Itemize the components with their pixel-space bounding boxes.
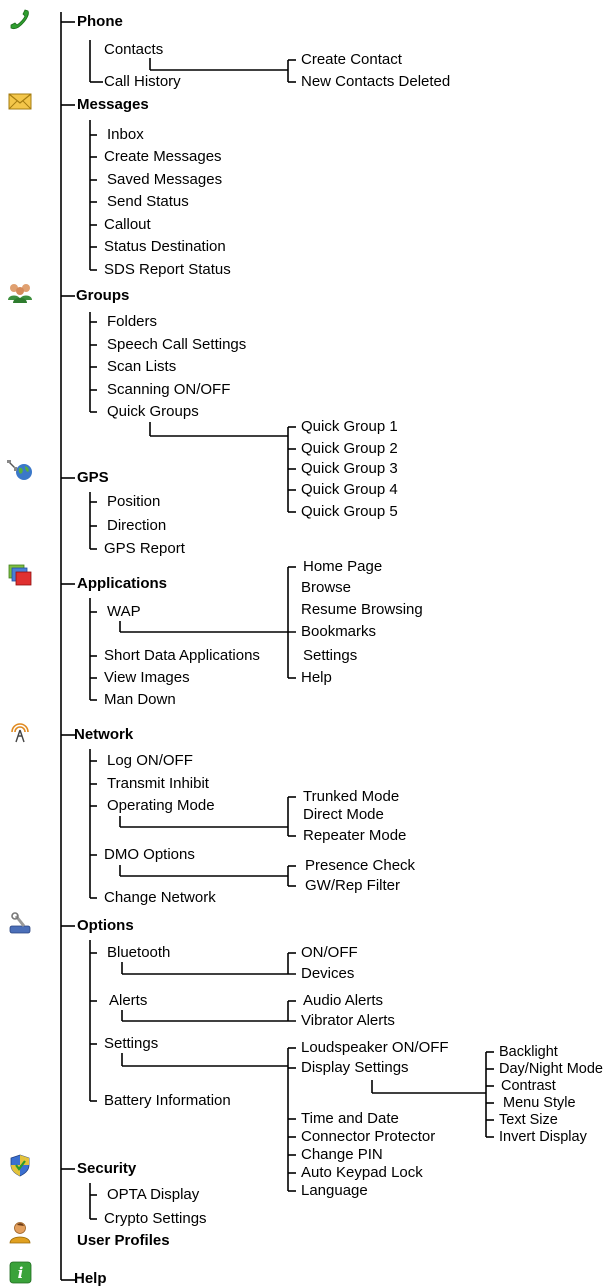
menu-display-settings-item[interactable]: Day/Night Mode (499, 1061, 603, 1077)
menu-options[interactable]: Options (77, 917, 134, 934)
svg-text:i: i (18, 1264, 24, 1282)
menu-settings-item[interactable]: Auto Keypad Lock (301, 1164, 423, 1181)
shield-icon (6, 1153, 34, 1177)
menu-wap-item[interactable]: Help (301, 669, 332, 686)
menu-gps-item[interactable]: Position (107, 493, 161, 510)
menu-groups-item[interactable]: Speech Call Settings (107, 336, 247, 353)
info-icon: i (6, 1261, 34, 1285)
menu-options-item[interactable]: Settings (104, 1035, 159, 1052)
menu-user-profiles[interactable]: User Profiles (77, 1232, 170, 1249)
satellite-globe-icon (6, 458, 34, 482)
menu-quick-group[interactable]: Quick Group 3 (301, 460, 398, 477)
menu-display-settings-item[interactable]: Text Size (499, 1112, 558, 1128)
menu-gps-item[interactable]: Direction (107, 517, 167, 534)
menu-bluetooth-item[interactable]: ON/OFF (301, 944, 358, 961)
menu-display-settings-item[interactable]: Backlight (499, 1044, 558, 1060)
menu-security-item[interactable]: OPTA Display (107, 1186, 200, 1203)
menu-dmo-options-item[interactable]: GW/Rep Filter (305, 877, 401, 894)
windows-icon (6, 563, 34, 587)
menu-messages-item[interactable]: Callout (104, 216, 151, 233)
menu-network[interactable]: Network (74, 726, 134, 743)
menu-wap-item[interactable]: Settings (303, 647, 358, 664)
menu-network-item[interactable]: Operating Mode (107, 797, 215, 814)
menu-quick-group[interactable]: Quick Group 1 (301, 418, 398, 435)
menu-security[interactable]: Security (77, 1160, 137, 1177)
menu-network-item[interactable]: Log ON/OFF (107, 752, 193, 769)
menu-phone-new-contacts-deleted[interactable]: New Contacts Deleted (301, 73, 451, 90)
menu-groups-item[interactable]: Scanning ON/OFF (107, 381, 231, 398)
menu-applications-item[interactable]: WAP (107, 603, 141, 620)
menu-display-settings-item[interactable]: Menu Style (503, 1095, 576, 1111)
menu-groups-item[interactable]: Folders (107, 313, 158, 330)
menu-network-item[interactable]: DMO Options (104, 846, 195, 863)
menu-network-item[interactable]: Change Network (104, 889, 216, 906)
menu-bluetooth-item[interactable]: Devices (301, 965, 355, 982)
menu-messages-item[interactable]: Create Messages (104, 148, 222, 165)
menu-operating-mode-item[interactable]: Direct Mode (303, 806, 384, 823)
menu-quick-group[interactable]: Quick Group 2 (301, 440, 398, 457)
menu-options-item[interactable]: Battery Information (104, 1092, 231, 1109)
people-icon (6, 280, 34, 304)
menu-groups[interactable]: Groups (76, 287, 130, 304)
menu-groups-item[interactable]: Quick Groups (107, 403, 199, 420)
menu-display-settings-item[interactable]: Contrast (501, 1078, 556, 1094)
menu-wap-item[interactable]: Resume Browsing (301, 601, 423, 618)
menu-settings-item[interactable]: Language (301, 1182, 368, 1199)
menu-phone-call-history[interactable]: Call History (104, 73, 181, 90)
menu-phone[interactable]: Phone (77, 13, 123, 30)
menu-settings-item[interactable]: Connector Protector (301, 1128, 436, 1145)
menu-display-settings-item[interactable]: Invert Display (499, 1129, 587, 1145)
menu-phone-contacts[interactable]: Contacts (104, 41, 164, 58)
menu-settings-item[interactable]: Change PIN (301, 1146, 383, 1163)
menu-messages-item[interactable]: Saved Messages (107, 171, 223, 188)
menu-settings-item[interactable]: Loudspeaker ON/OFF (301, 1039, 449, 1056)
menu-operating-mode-item[interactable]: Repeater Mode (303, 827, 407, 844)
menu-options-item[interactable]: Alerts (109, 992, 148, 1009)
menu-applications-item[interactable]: Man Down (104, 691, 176, 708)
menu-network-item[interactable]: Transmit Inhibit (107, 775, 209, 792)
phone-icon (6, 8, 34, 32)
menu-alerts-item[interactable]: Audio Alerts (303, 992, 384, 1009)
menu-messages-item[interactable]: Status Destination (104, 238, 226, 255)
menu-alerts-item[interactable]: Vibrator Alerts (301, 1012, 395, 1029)
menu-settings-item[interactable]: Time and Date (301, 1110, 399, 1127)
menu-options-item[interactable]: Bluetooth (107, 944, 171, 961)
menu-messages-item[interactable]: Send Status (107, 193, 189, 210)
menu-phone-create-contact[interactable]: Create Contact (301, 51, 402, 68)
menu-help[interactable]: Help (74, 1270, 107, 1287)
menu-messages-item[interactable]: SDS Report Status (104, 261, 231, 278)
menu-applications[interactable]: Applications (77, 575, 168, 592)
menu-wap-item[interactable]: Browse (301, 579, 352, 596)
menu-gps-item[interactable]: GPS Report (104, 540, 185, 557)
user-icon (6, 1220, 34, 1244)
menu-messages[interactable]: Messages (77, 96, 149, 113)
envelope-icon (6, 89, 34, 113)
antenna-icon (6, 720, 34, 744)
menu-security-item[interactable]: Crypto Settings (104, 1210, 207, 1227)
menu-wap-item[interactable]: Home Page (303, 558, 383, 575)
menu-applications-item[interactable]: View Images (104, 669, 190, 686)
menu-messages-item[interactable]: Inbox (107, 126, 144, 143)
menu-groups-item[interactable]: Scan Lists (107, 358, 177, 375)
menu-operating-mode-item[interactable]: Trunked Mode (303, 788, 400, 805)
menu-quick-group[interactable]: Quick Group 5 (301, 503, 398, 520)
menu-dmo-options-item[interactable]: Presence Check (305, 857, 416, 874)
menu-quick-group[interactable]: Quick Group 4 (301, 481, 398, 498)
tools-icon (6, 912, 34, 936)
menu-gps[interactable]: GPS (77, 469, 109, 486)
menu-settings-item[interactable]: Display Settings (301, 1059, 409, 1076)
menu-wap-item[interactable]: Bookmarks (301, 623, 377, 640)
menu-applications-item[interactable]: Short Data Applications (104, 647, 260, 664)
